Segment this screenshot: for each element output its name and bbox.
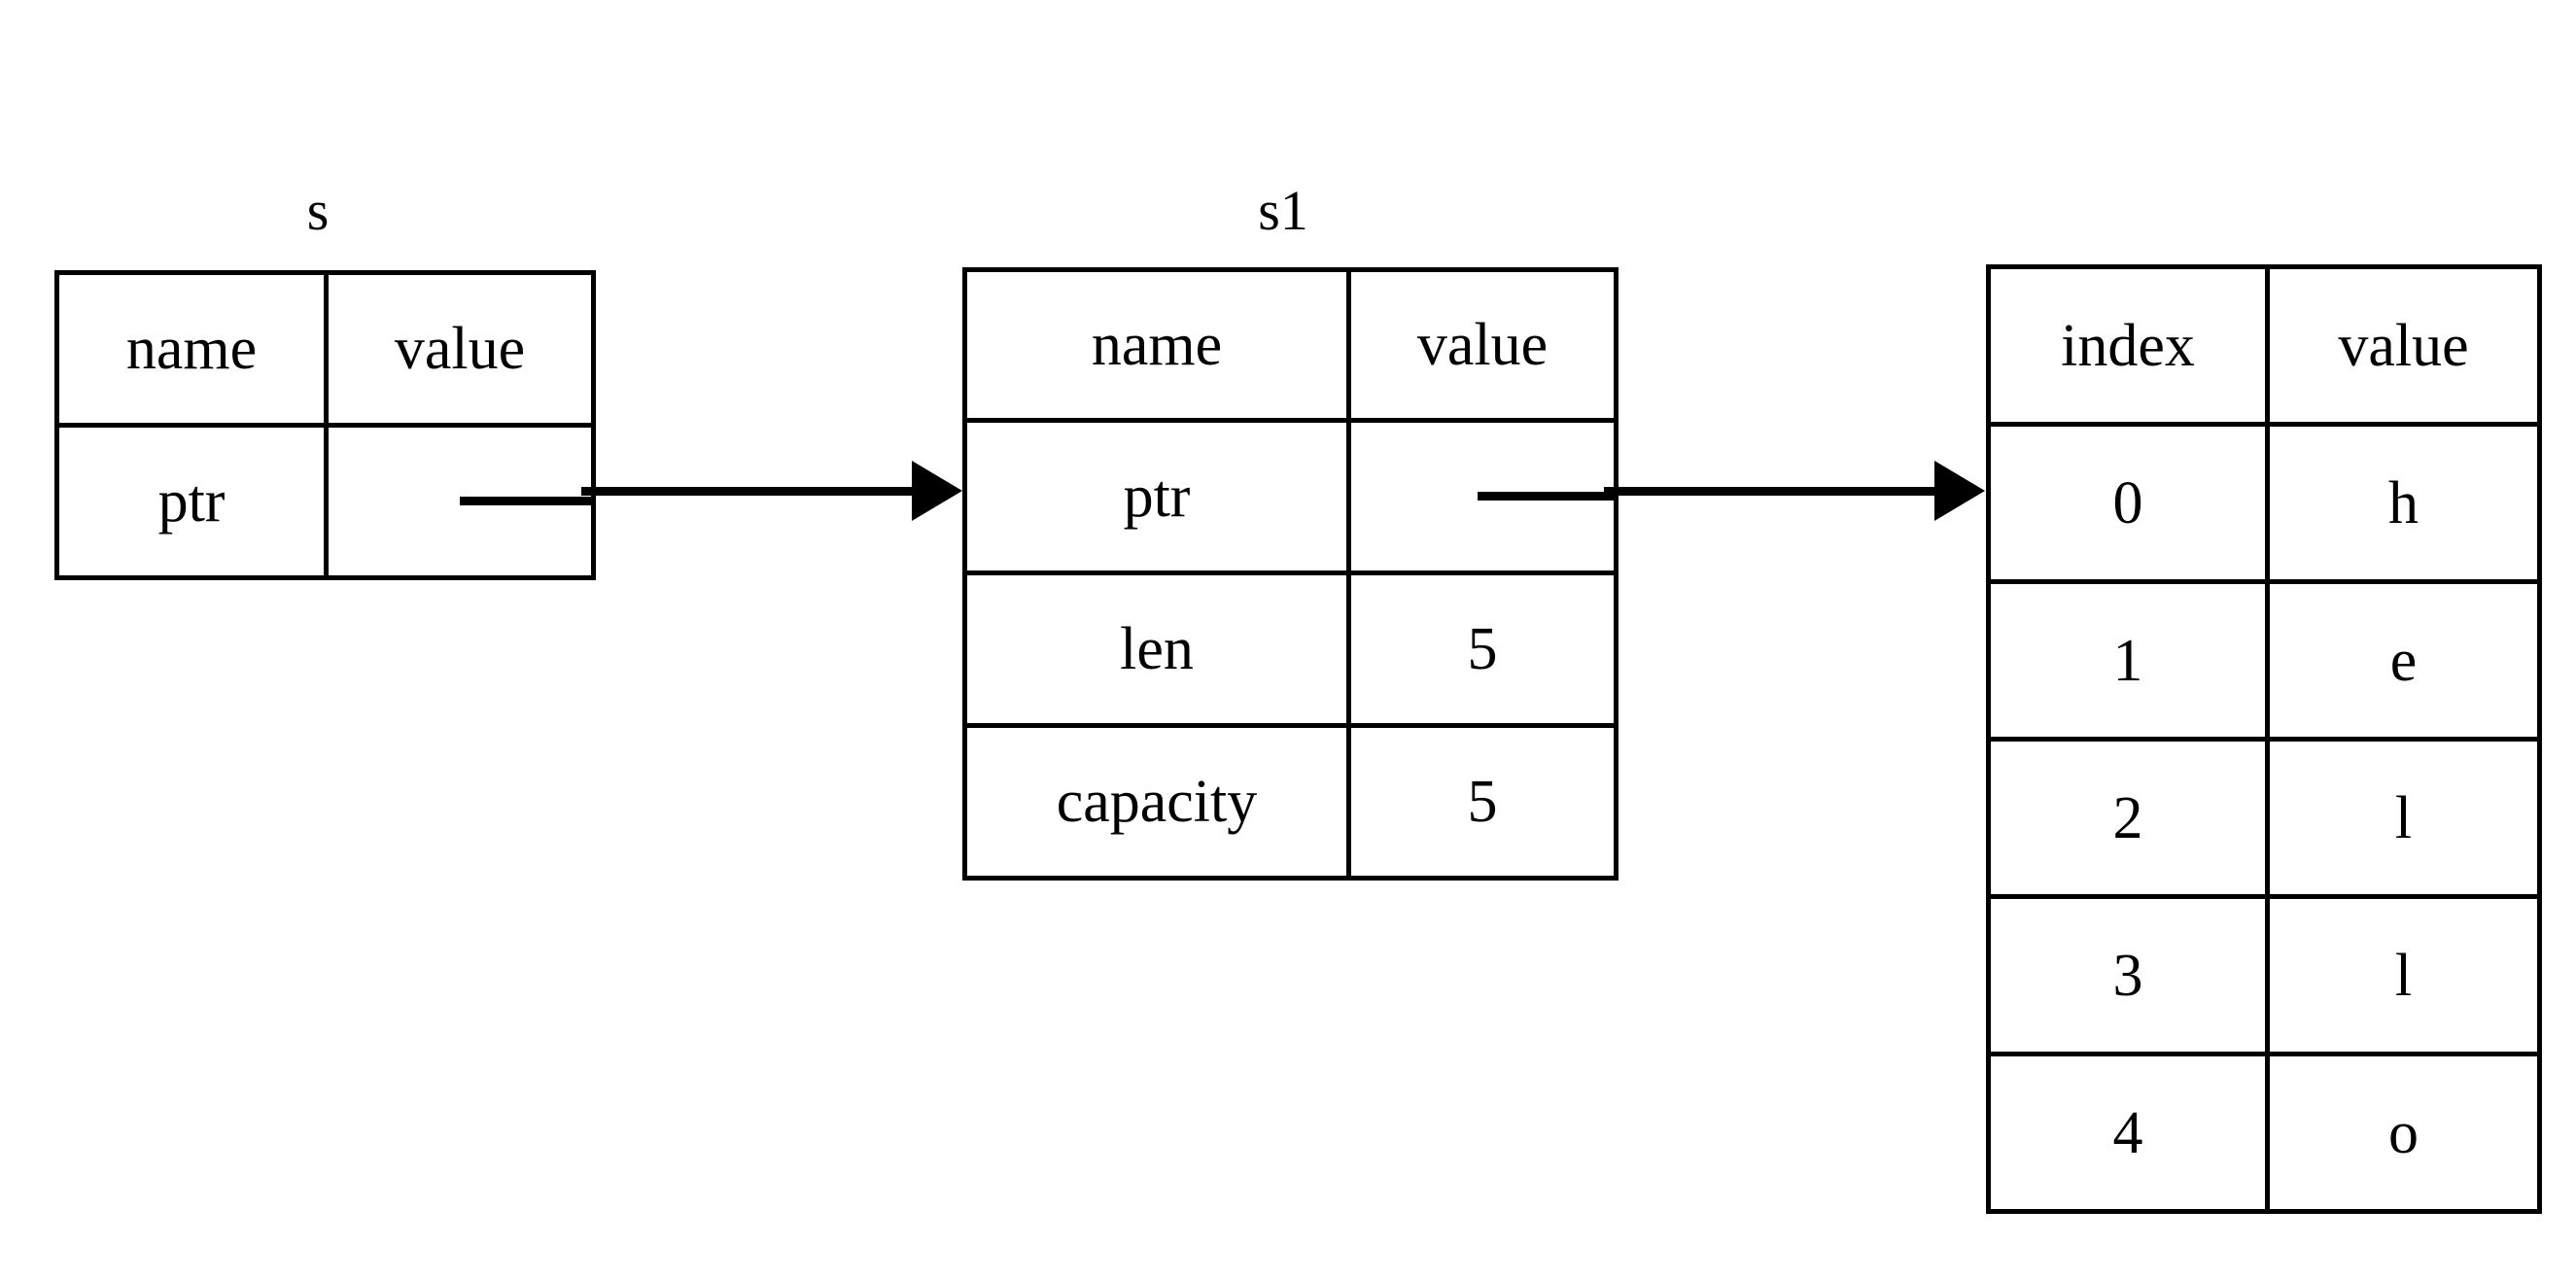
field-value-ptr	[324, 423, 596, 580]
buffer-value-1: e	[2265, 579, 2542, 742]
struct-s-table: name value ptr	[54, 270, 596, 580]
buffer-value-3: l	[2265, 894, 2542, 1056]
column-header-index: index	[1986, 264, 2270, 427]
field-value-len: 5	[1346, 570, 1619, 728]
table-header-row: name value	[54, 270, 596, 428]
struct-s1-title: s1	[1258, 179, 1308, 242]
field-name-capacity: capacity	[962, 723, 1351, 881]
pointer-stub-icon	[1478, 492, 1614, 501]
arrow-s-ptr-to-s1	[581, 457, 970, 525]
buffer-value-2: l	[2265, 737, 2542, 899]
column-header-value: value	[2265, 264, 2542, 427]
buffer-index-3: 3	[1986, 894, 2270, 1056]
buffer-index-2: 2	[1986, 737, 2270, 899]
column-header-value: value	[324, 270, 596, 428]
column-header-name: name	[54, 270, 329, 428]
buffer-index-0: 0	[1986, 422, 2270, 584]
buffer-table: index value 0 h 1 e 2 l 3 l	[1986, 264, 2542, 1214]
table-row: ptr	[54, 423, 596, 580]
field-name-ptr: ptr	[962, 418, 1351, 575]
column-header-name: name	[962, 267, 1351, 423]
buffer-index-1: 1	[1986, 579, 2270, 742]
table-header-row: name value	[962, 267, 1619, 423]
pointer-stub-icon	[460, 497, 596, 505]
field-name-len: len	[962, 570, 1351, 728]
arrow-head-icon	[1934, 461, 1985, 521]
table-row: capacity 5	[962, 723, 1619, 881]
table-row: 4 o	[1986, 1052, 2542, 1214]
table-row: 3 l	[1986, 894, 2542, 1056]
struct-s-block: s name value ptr	[54, 175, 596, 580]
arrow-head-icon	[912, 461, 962, 521]
table-row: 1 e	[1986, 579, 2542, 742]
arrow-shaft	[581, 487, 917, 496]
arrow-s1-ptr-to-buffer	[1604, 457, 2012, 525]
table-row: 2 l	[1986, 737, 2542, 899]
field-value-capacity: 5	[1346, 723, 1619, 881]
buffer-value-4: o	[2265, 1052, 2542, 1214]
table-row: len 5	[962, 570, 1619, 728]
column-header-value: value	[1346, 267, 1619, 423]
buffer-value-0: h	[2265, 422, 2542, 584]
field-name-ptr: ptr	[54, 423, 329, 580]
table-row: ptr	[962, 418, 1619, 575]
struct-s-title: s	[306, 179, 330, 242]
struct-s1-table: name value ptr len 5 capacity 5	[962, 267, 1619, 881]
table-header-row: index value	[1986, 264, 2542, 427]
table-row: 0 h	[1986, 422, 2542, 584]
arrow-shaft	[1604, 487, 1939, 496]
buffer-index-4: 4	[1986, 1052, 2270, 1214]
struct-s1-block: s1 name value ptr len 5 capacity 5	[962, 175, 1619, 881]
buffer-block: index value 0 h 1 e 2 l 3 l	[1986, 264, 2542, 1214]
field-value-ptr	[1346, 418, 1619, 575]
